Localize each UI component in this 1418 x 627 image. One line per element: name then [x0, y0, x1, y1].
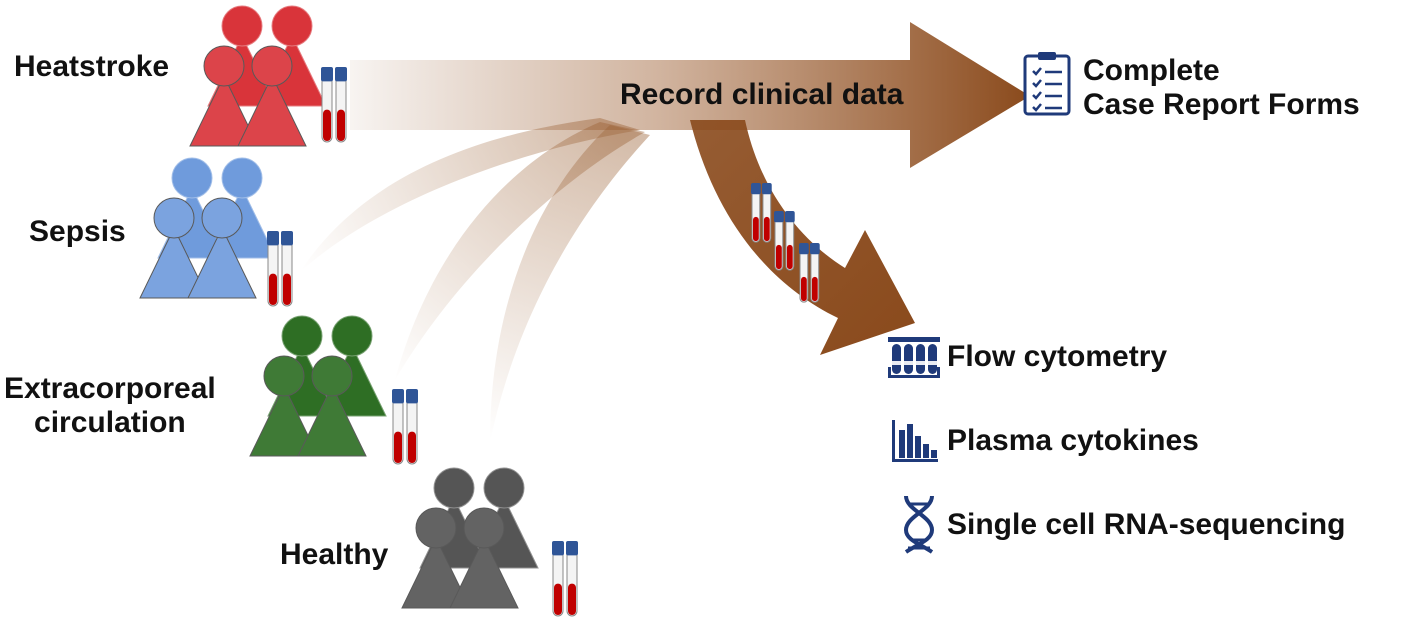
blood-tube-icon [321, 67, 333, 143]
group-label-healthy: Healthy [280, 538, 389, 571]
bar-chart-icon [892, 420, 938, 462]
healthy-stream [490, 125, 650, 442]
people-cluster-sepsis [139, 157, 277, 299]
blood-tube-icon [406, 389, 418, 465]
people-cluster-healthy [401, 467, 539, 609]
test-tubes-icon [888, 337, 940, 378]
blood-tube-icon [392, 389, 404, 465]
group-label-heatstroke: Heatstroke [14, 50, 170, 83]
blood-tube-icon [799, 243, 809, 303]
person-icon [189, 45, 259, 147]
dna-icon [903, 495, 935, 554]
case-report-forms-label: Complete Case Report Forms [1083, 54, 1360, 121]
blood-tube-icon [281, 231, 293, 307]
person-icon [297, 355, 367, 457]
blood-tube-icon [552, 541, 564, 617]
person-icon [187, 197, 257, 299]
clipboard-icon [1023, 52, 1071, 116]
blood-tube-icon [335, 67, 347, 143]
person-icon [249, 355, 319, 457]
assay-label-flow-cytometry: Flow cytometry [947, 340, 1168, 373]
flow-label: Record clinical data [620, 78, 904, 111]
person-icon [449, 507, 519, 609]
main-arrow [350, 22, 1030, 168]
group-label-extracorporeal-circulation: Extracorporeal circulation [4, 372, 216, 439]
branch-arrow [690, 120, 915, 355]
person-icon [139, 197, 209, 299]
blood-tube-icon [784, 211, 795, 271]
blood-tube-icon [267, 231, 279, 307]
assay-label-plasma-cytokines: Plasma cytokines [947, 424, 1199, 457]
assay-label-single-cell-rna-sequencing: Single cell RNA-sequencing [947, 508, 1346, 541]
extracorporeal-stream [395, 122, 645, 380]
group-label-sepsis: Sepsis [29, 215, 126, 248]
blood-tube-icon [751, 183, 761, 243]
people-cluster-heatstroke [189, 5, 327, 147]
person-icon [237, 45, 307, 147]
blood-tube-icon [774, 211, 784, 271]
blood-tube-icon [809, 243, 820, 303]
people-cluster-extracorporeal-circulation [249, 315, 387, 457]
person-icon [401, 507, 471, 609]
blood-tube-icon [566, 541, 578, 617]
blood-tube-icon [761, 183, 772, 243]
